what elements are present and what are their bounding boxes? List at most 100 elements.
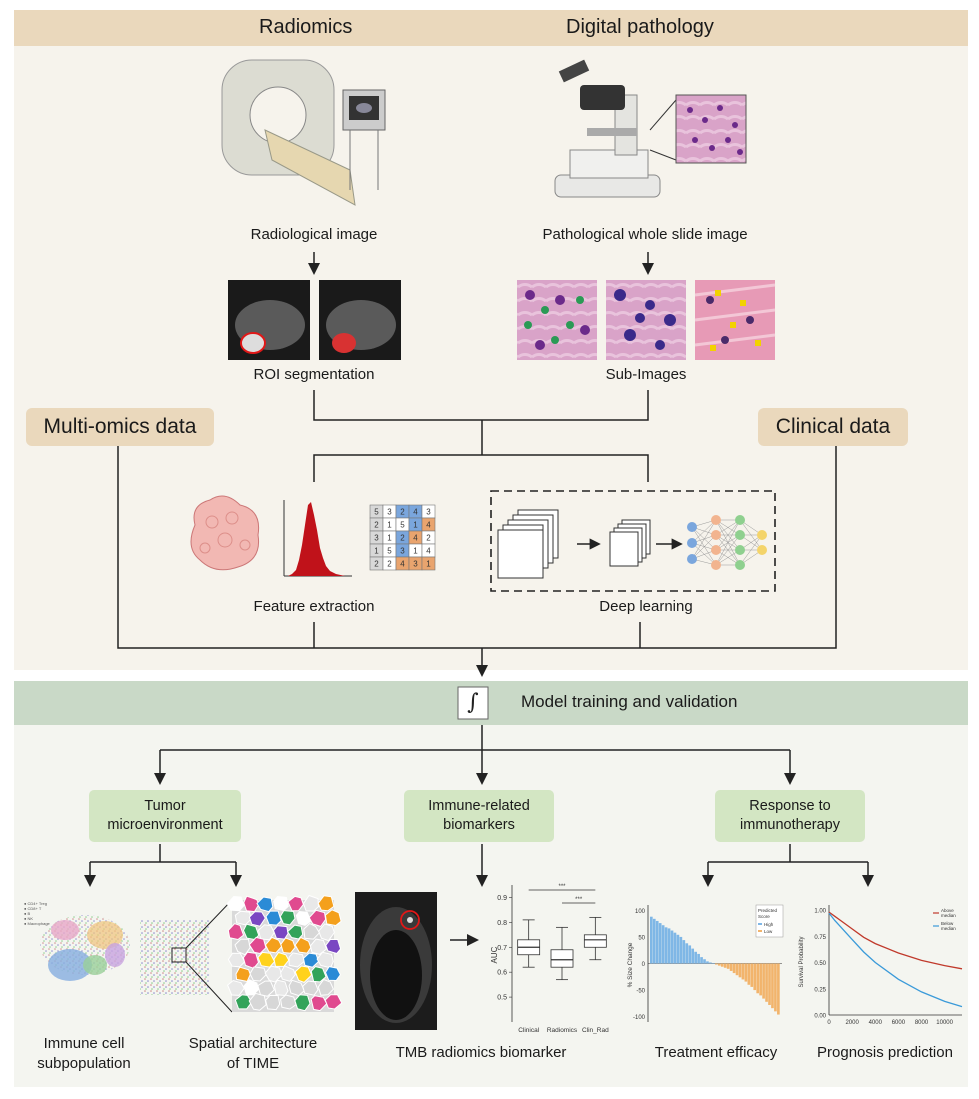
histogram-icon (283, 500, 352, 577)
waterfall-bar (700, 957, 703, 964)
significance-label: *** (558, 884, 566, 890)
nn-edge (715, 534, 741, 566)
matrix-value: 2 (400, 534, 405, 543)
waterfall-bar (729, 963, 733, 971)
neural-network-icon (687, 515, 767, 570)
voronoi-cell (272, 925, 289, 940)
waterfall-ylabel: % Size Change (627, 942, 634, 987)
waterfall-tick-label: 100 (635, 909, 646, 915)
label-immune-cell: Immune cell subpopulation (24, 1034, 144, 1074)
survival-legend-below-1: Below (941, 921, 954, 926)
waterfall-bar (723, 963, 727, 968)
label-spatial-line2: of TIME (226, 1055, 280, 1072)
voronoi-cell (308, 909, 327, 927)
voronoi-cell (264, 936, 283, 954)
tag-tumor-line2: microenvironment (107, 817, 223, 833)
survival-curve (828, 911, 963, 970)
label-spatial-architecture: Spatial architecture of TIME (170, 1034, 336, 1074)
nn-edge (691, 519, 717, 560)
conv-stack-icon (497, 509, 559, 579)
survival-x-tick-label: 6000 (892, 1020, 906, 1026)
svg-text:● CD4+ Treg: ● CD4+ Treg (24, 901, 47, 906)
waterfall-bar (682, 940, 686, 964)
svg-text:● B: ● B (24, 911, 31, 916)
waterfall-bar (694, 951, 697, 964)
boxplot-tick-label: 0.8 (497, 920, 507, 927)
roi-image-1 (228, 280, 310, 360)
survival-x-tick-label: 0 (827, 1020, 831, 1026)
voronoi-cell (249, 966, 267, 982)
matrix-value: 1 (387, 521, 392, 530)
voronoi-cell (280, 937, 296, 954)
voronoi-cell (286, 924, 304, 940)
matrix-value: 3 (426, 508, 431, 517)
box-body (550, 949, 574, 968)
waterfall-bar (720, 963, 724, 967)
waterfall-legend-low: Low (764, 929, 773, 934)
significance-label: *** (575, 897, 583, 903)
voronoi-cell (264, 965, 283, 983)
waterfall-bar (664, 927, 668, 964)
tag-immune-line1: Immune-related (428, 798, 530, 814)
nn-edge (715, 519, 741, 566)
matrix-value: 5 (400, 521, 405, 530)
conv-stack-small-icon (609, 519, 651, 567)
voronoi-cell (235, 966, 251, 982)
waterfall-legend-high: High (764, 922, 774, 927)
matrix-value: 3 (374, 534, 379, 543)
header-digital-pathology: Digital pathology (566, 16, 714, 38)
sub-image-2 (606, 280, 686, 360)
waterfall-bar (774, 963, 777, 1012)
voronoi-cell (248, 936, 267, 955)
voronoi-cell (280, 965, 296, 982)
voronoi-cell (248, 992, 267, 1011)
deep-learning-box (490, 490, 776, 592)
voronoi-cell (325, 938, 342, 955)
boxplot-category-label: Clinical (518, 1027, 540, 1034)
matrix-value: 3 (413, 560, 418, 569)
survival-curve (828, 912, 963, 1008)
waterfall-bar (747, 963, 751, 985)
voronoi-cell (309, 938, 328, 955)
waterfall-bar (658, 923, 662, 964)
voronoi-cell (295, 910, 312, 926)
matrix-value: 4 (426, 547, 431, 556)
boxplot-tick-label: 0.6 (497, 970, 507, 977)
waterfall-bar (726, 963, 730, 969)
matrix-value: 1 (413, 521, 418, 530)
waterfall-bar (661, 925, 665, 964)
voronoi-cell (294, 994, 311, 1012)
spatial-scatter (140, 899, 233, 1013)
box-body (583, 934, 607, 948)
label-deep-learning: Deep learning (599, 598, 693, 615)
nn-edge (691, 542, 717, 566)
roi-image-2 (319, 280, 401, 360)
waterfall-bar (738, 963, 742, 978)
tag-immune-biomarkers: Immune-related biomarkers (404, 790, 554, 842)
voronoi-cell (280, 994, 297, 1010)
matrix-value: 5 (374, 508, 379, 517)
label-immune-cell-line2: subpopulation (37, 1055, 131, 1072)
voronoi-cell (287, 895, 304, 912)
waterfall-bar (735, 963, 739, 976)
survival-legend-below-2: median (941, 926, 956, 931)
ct-scanner-icon (221, 59, 386, 206)
svg-text:● CD8+ T: ● CD8+ T (24, 906, 42, 911)
tag-response-line2: immunotherapy (740, 817, 840, 833)
waterfall-bar (703, 959, 706, 964)
waterfall-bar (676, 934, 680, 964)
survival-ylabel: Survival Probability (799, 936, 805, 987)
matrix-value: 2 (400, 508, 405, 517)
waterfall-bar (715, 963, 718, 965)
nn-edge (691, 534, 717, 560)
tag-tumor-line1: Tumor (144, 798, 186, 814)
matrix-value: 3 (387, 508, 392, 517)
tag-tumor-microenvironment: Tumor microenvironment (89, 790, 241, 842)
matrix-value: 1 (374, 547, 379, 556)
sub-image-1 (517, 280, 597, 360)
boxplot-category-label: Radiomics (547, 1027, 578, 1034)
label-spatial-line1: Spatial architecture (188, 1035, 318, 1052)
voronoi-cell (324, 909, 342, 927)
survival-x-tick-label: 2000 (845, 1020, 859, 1026)
